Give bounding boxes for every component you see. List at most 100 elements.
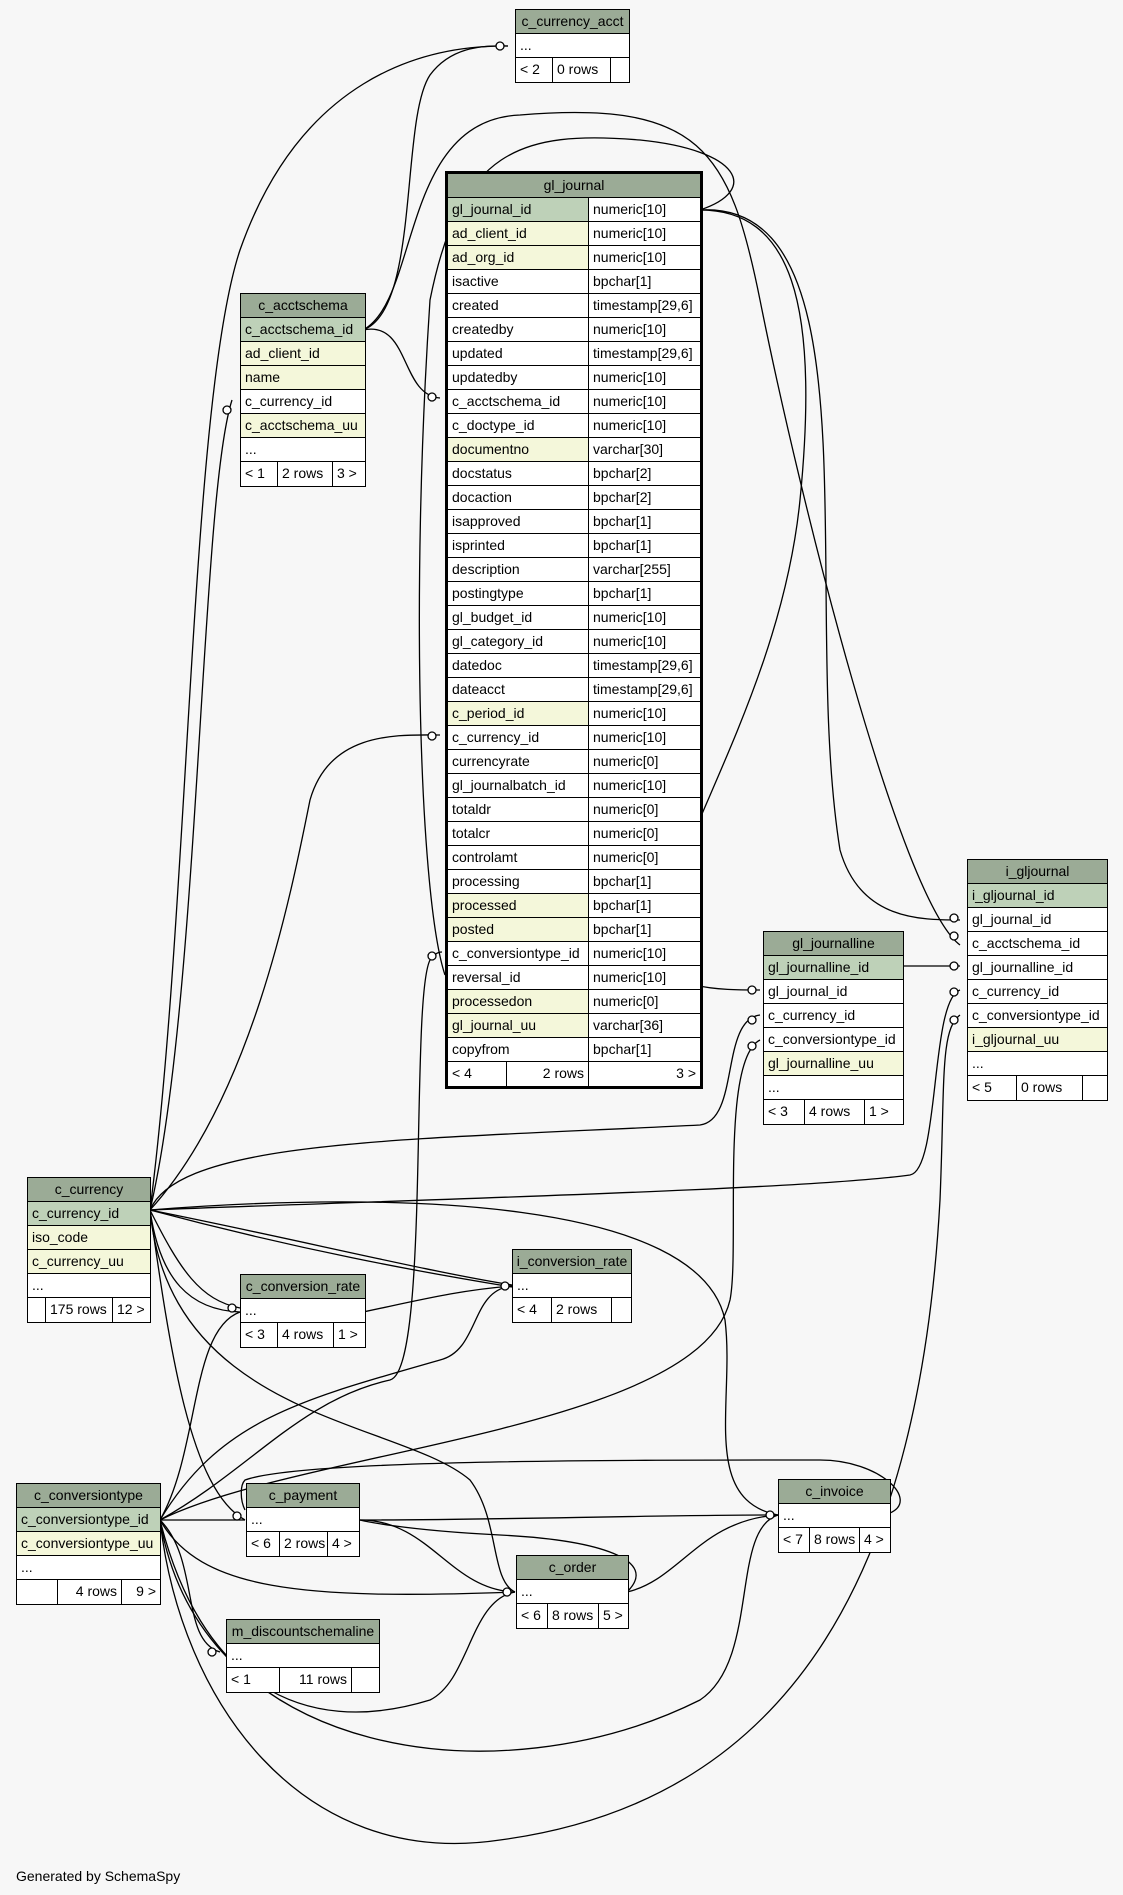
column-name: docstatus (452, 465, 512, 481)
column-type: bpchar[1] (588, 270, 700, 293)
column-row: c_acctschema_uu (245, 417, 358, 433)
table-c-conversiontype[interactable]: c_conversiontype c_conversiontype_id c_c… (16, 1483, 161, 1605)
column-name: controlamt (452, 849, 518, 865)
footer-children[interactable]: 4 > (859, 1528, 890, 1552)
footer-parents[interactable]: < 3 (768, 1103, 788, 1119)
footer-parents[interactable]: < 1 (245, 465, 265, 481)
column-row: i_gljournal_uu (972, 1031, 1060, 1047)
column-type: numeric[10] (588, 222, 700, 245)
footer-children[interactable]: 12 > (112, 1298, 150, 1322)
edge (149, 1201, 779, 1516)
column-type: bpchar[2] (588, 486, 700, 509)
footer-children[interactable] (611, 1298, 631, 1322)
footer-children[interactable] (610, 58, 629, 82)
footer-parents[interactable]: < 6 (251, 1535, 271, 1551)
column-row: ... (768, 1079, 780, 1095)
column-type: varchar[30] (588, 438, 700, 461)
footer-parents[interactable]: < 2 (520, 61, 540, 77)
footer-children[interactable]: 3 > (588, 1062, 700, 1086)
footer-parents[interactable]: < 4 (517, 1301, 537, 1317)
column-type: varchar[255] (588, 558, 700, 581)
column-row: ... (521, 1583, 533, 1599)
footer-parents[interactable] (17, 1580, 57, 1604)
column-row: i_gljournal_id (972, 887, 1055, 903)
column-type: timestamp[29,6] (588, 294, 700, 317)
footer-parents[interactable]: < 1 (231, 1671, 251, 1687)
footer-children[interactable]: 4 > (327, 1532, 359, 1556)
column-row: docstatus bpchar[2] (448, 462, 700, 486)
column-row: c_conversiontype_id (768, 1031, 896, 1047)
footer-children[interactable]: 9 > (121, 1580, 160, 1604)
edge (362, 1285, 513, 1313)
edge (159, 1285, 513, 1521)
column-name: documentno (448, 438, 588, 461)
column-name: datedoc (452, 657, 502, 673)
column-name: ad_client_id (448, 222, 588, 245)
edge (149, 1014, 761, 1211)
footer-children[interactable]: 5 > (598, 1604, 628, 1628)
footer-rowcount: 0 rows (552, 58, 610, 82)
column-row: c_currency_id (32, 1205, 120, 1221)
column-name: totaldr (452, 801, 491, 817)
table-c-currency[interactable]: c_currency c_currency_id iso_code c_curr… (27, 1177, 151, 1323)
column-row: c_conversiontype_id (972, 1007, 1100, 1023)
footer-parents[interactable]: < 7 (783, 1531, 803, 1547)
column-name: description (452, 561, 520, 577)
table-title: c_acctschema (241, 294, 365, 318)
edge (149, 1209, 516, 1593)
footer-children[interactable] (1082, 1076, 1107, 1100)
column-row: c_acctschema_id (245, 321, 354, 337)
footer-children[interactable]: 1 > (333, 1323, 365, 1347)
column-name: gl_budget_id (452, 609, 533, 625)
table-title: c_conversiontype (17, 1484, 160, 1508)
table-title: c_currency_acct (516, 10, 629, 34)
column-type: numeric[10] (588, 630, 700, 653)
footer-parents[interactable] (28, 1298, 45, 1322)
footer-parents[interactable]: < 4 (452, 1065, 472, 1081)
table-title: m_discountschemaline (227, 1620, 379, 1644)
column-name: reversal_id (452, 969, 521, 985)
footer-children[interactable]: 3 > (332, 462, 365, 486)
table-gl-journalline[interactable]: gl_journalline gl_journalline_id gl_jour… (763, 931, 904, 1125)
column-type: numeric[10] (588, 198, 700, 221)
column-row: c_conversiontype_id (21, 1511, 149, 1527)
edge (149, 1209, 513, 1286)
footer-children[interactable] (351, 1668, 379, 1692)
column-row: gl_journalline_uu (768, 1055, 874, 1071)
column-name: c_acctschema_id (452, 393, 561, 409)
table-c-acctschema[interactable]: c_acctschema c_acctschema_id ad_client_i… (240, 293, 366, 487)
footer-parents[interactable]: < 3 (245, 1326, 265, 1342)
column-row: c_currency_id (972, 983, 1060, 999)
column-row: ... (972, 1055, 984, 1071)
footer-parents[interactable]: < 5 (972, 1079, 992, 1095)
footer-children[interactable]: 1 > (864, 1100, 903, 1124)
table-i-gljournal[interactable]: i_gljournal i_gljournal_id gl_journal_id… (967, 859, 1108, 1101)
footer-rowcount: 0 rows (1016, 1076, 1082, 1100)
column-type: bpchar[2] (588, 462, 700, 485)
column-row: ... (245, 441, 257, 457)
column-name: gl_journal_uu (448, 1014, 588, 1037)
footer-parents[interactable]: < 6 (521, 1607, 541, 1623)
column-type: timestamp[29,6] (588, 342, 700, 365)
